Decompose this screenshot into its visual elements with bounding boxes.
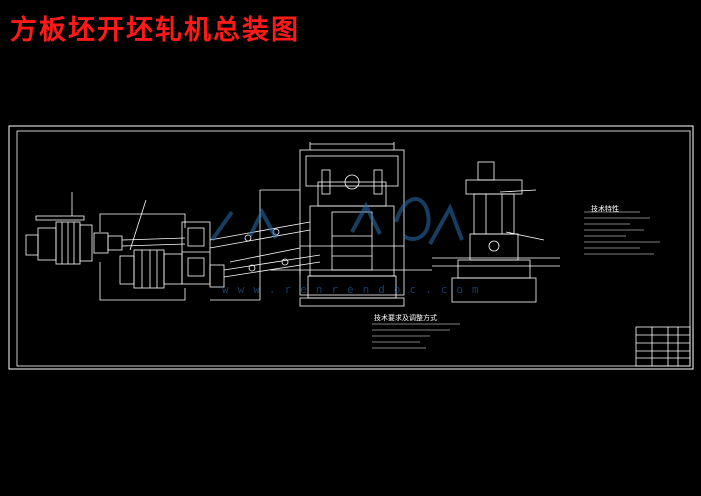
inner-frame	[16, 130, 691, 367]
outer-frame	[8, 125, 694, 370]
side-view-stand	[432, 161, 560, 303]
notes-right-heading: 技术特性	[591, 205, 619, 213]
gear-box	[181, 189, 300, 301]
drive-spindles	[209, 221, 321, 278]
page-title: 方板坯开坯轧机总装图	[10, 15, 300, 46]
lower-motor	[99, 199, 186, 301]
main-motor	[25, 192, 93, 265]
notes-bottom-heading: 技术要求及调整方式	[374, 314, 437, 322]
mill-stand	[270, 142, 432, 307]
notes-bottom-lines	[372, 323, 460, 349]
watermark-logo	[210, 197, 464, 245]
watermark-text: www.renrendoc.com	[222, 283, 488, 296]
notes-right-lines	[584, 211, 660, 255]
title-block	[635, 326, 691, 367]
upper-spindle	[93, 213, 186, 254]
